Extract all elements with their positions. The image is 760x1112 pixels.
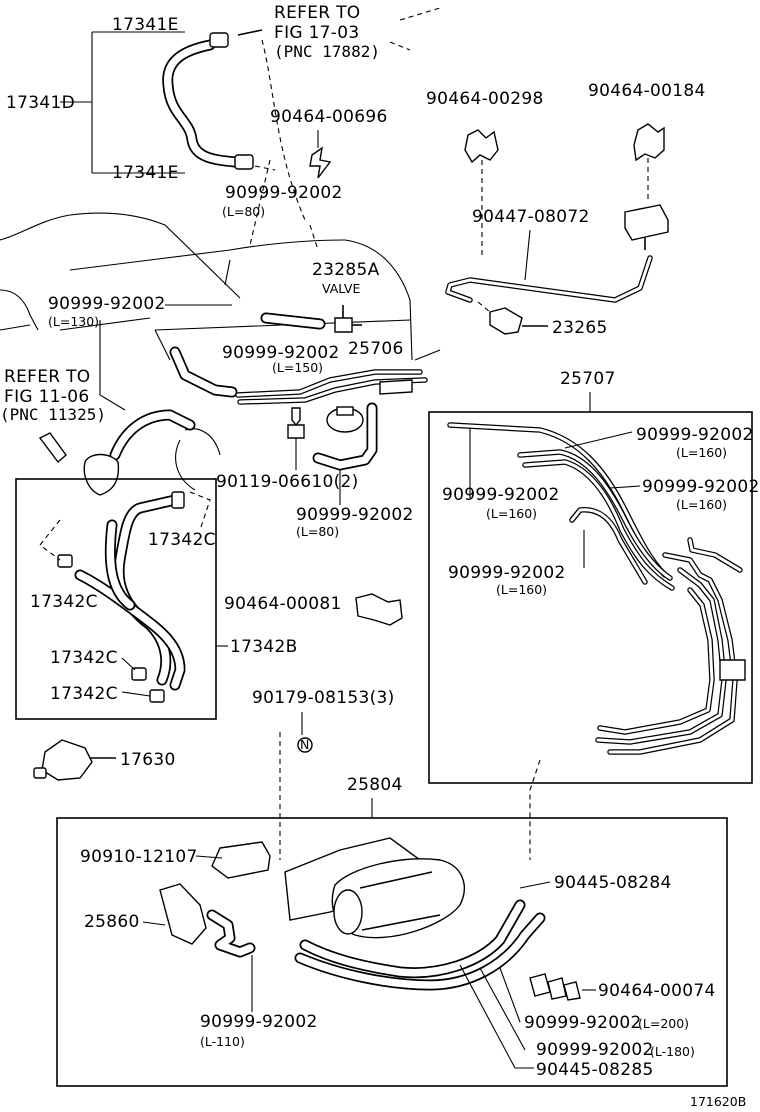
refer-fig-1703-line1: REFER TO [274, 3, 360, 23]
label-17341D: 17341D [6, 93, 75, 113]
bracket-25707 [719, 659, 746, 681]
label-90447-08072: 90447-08072 [472, 207, 590, 227]
refer-fig-1106-line1: REFER TO [4, 367, 90, 387]
label-90464-00074: 90464-00074 [598, 981, 716, 1001]
label-box-r-1: 90999-92002 [636, 425, 754, 445]
label-90464-00696: 90464-00696 [270, 107, 388, 127]
label-90999-92002-top: 90999-92002 [225, 183, 343, 203]
hose-17342B [39, 491, 211, 703]
label-90999-92002-mid-len: (L=150) [272, 360, 323, 375]
label-box-r-3: 90999-92002 [642, 477, 760, 497]
pipe-90447-08072 [445, 255, 653, 303]
figure-code: 171620B [690, 1094, 746, 1109]
clamp-90464-00184 [633, 123, 665, 162]
engine-outline [0, 159, 441, 491]
charcoal-canister-25860-assembly [159, 837, 581, 1001]
label-box-r-1-len: (L=160) [676, 445, 727, 460]
label-17342C-d: 17342C [50, 684, 118, 704]
switch-23265 [489, 307, 523, 335]
label-17342C-b: 17342C [30, 592, 98, 612]
clip-17341E-top [209, 32, 229, 48]
clip-17342C-mid [131, 667, 147, 681]
group-box-25804 [56, 817, 728, 1087]
bolt-90119-06610 [291, 407, 301, 427]
sensor-block [624, 204, 669, 241]
refer-fig-1106-line3: (PNC 11325) [0, 405, 106, 424]
fitting-throttle [83, 453, 120, 496]
pipe-bundle-25707 [447, 422, 746, 755]
label-box-r-4-len: (L=160) [496, 582, 547, 597]
label-17630: 17630 [120, 750, 176, 770]
label-90445-08284: 90445-08284 [554, 873, 672, 893]
refer-fig-1106-line2: FIG 11-06 [4, 387, 89, 407]
bracket-25860 [159, 883, 207, 945]
clamp-90464-00696 [309, 146, 332, 179]
label-23265: 23265 [552, 318, 608, 338]
refer-fig-1703-line3: (PNC 17882) [274, 42, 380, 61]
group-box-17342B [15, 478, 217, 720]
label-box-r-4: 90999-92002 [448, 563, 566, 583]
valve-23285A [334, 317, 353, 333]
label-25860: 25860 [84, 912, 140, 932]
clip-17342C-top [171, 491, 185, 509]
label-90999-92002-top-len: (L=80) [222, 204, 265, 219]
label-90999-92002-left: 90999-92002 [48, 294, 166, 314]
label-90999-92002-b2: 90999-92002 [524, 1013, 642, 1033]
bracket-90910-12107 [211, 841, 271, 879]
label-90119-06610: 90119-06610(2) [216, 472, 359, 492]
clip-17342C-left [57, 554, 73, 568]
label-25706: 25706 [348, 339, 404, 359]
label-90910-12107: 90910-12107 [80, 847, 198, 867]
label-90999-92002-b1-len: (L-110) [200, 1034, 245, 1049]
label-90999-92002-b2-len: (L=200) [638, 1016, 689, 1031]
label-17342B: 17342B [230, 637, 298, 657]
label-90999-92002-b3-len: (L-180) [650, 1044, 695, 1059]
nut-90179-08153 [297, 737, 313, 753]
label-90445-08285: 90445-08285 [536, 1060, 654, 1080]
filter-17630 [41, 739, 93, 781]
label-box-r-2: 90999-92002 [442, 485, 560, 505]
label-box-r-3-len: (L=160) [676, 497, 727, 512]
label-90999-92002-mid: 90999-92002 [222, 343, 340, 363]
label-90464-00298: 90464-00298 [426, 89, 544, 109]
clip-90464-00074 [529, 973, 551, 997]
svg-text:N: N [300, 737, 309, 752]
label-23285A: 23285A [312, 260, 380, 280]
label-17342C-a: 17342C [148, 530, 216, 550]
clip-17341E-bottom [234, 154, 254, 170]
label-90179-08153: 90179-08153(3) [252, 688, 395, 708]
clamp-90464-00081 [355, 593, 403, 626]
label-90999-92002-c-len: (L=80) [296, 524, 339, 539]
label-90999-92002-b3: 90999-92002 [536, 1040, 654, 1060]
label-25804: 25804 [347, 775, 403, 795]
label-90999-92002-c: 90999-92002 [296, 505, 414, 525]
clip-17342C-low [149, 689, 165, 703]
label-90464-00081: 90464-00081 [224, 594, 342, 614]
label-90999-92002-left-len: (L=130) [48, 314, 99, 329]
label-25707: 25707 [560, 369, 616, 389]
label-valve: VALVE [322, 281, 360, 296]
label-box-r-2-len: (L=160) [486, 506, 537, 521]
vapor-pipe-25706 [169, 346, 428, 471]
label-17341E-bottom: 17341E [112, 163, 179, 183]
hose-17341D-assembly [60, 29, 306, 221]
label-90464-00184: 90464-00184 [588, 81, 706, 101]
label-17341E-top: 17341E [112, 15, 179, 35]
fitting-fig-1106 [38, 432, 67, 464]
refer-fig-1703-line2: FIG 17-03 [274, 23, 359, 43]
label-90999-92002-b1: 90999-92002 [200, 1012, 318, 1032]
label-17342C-c: 17342C [50, 648, 118, 668]
clamp-90464-00298 [464, 129, 499, 164]
group-box-25707 [428, 411, 753, 784]
